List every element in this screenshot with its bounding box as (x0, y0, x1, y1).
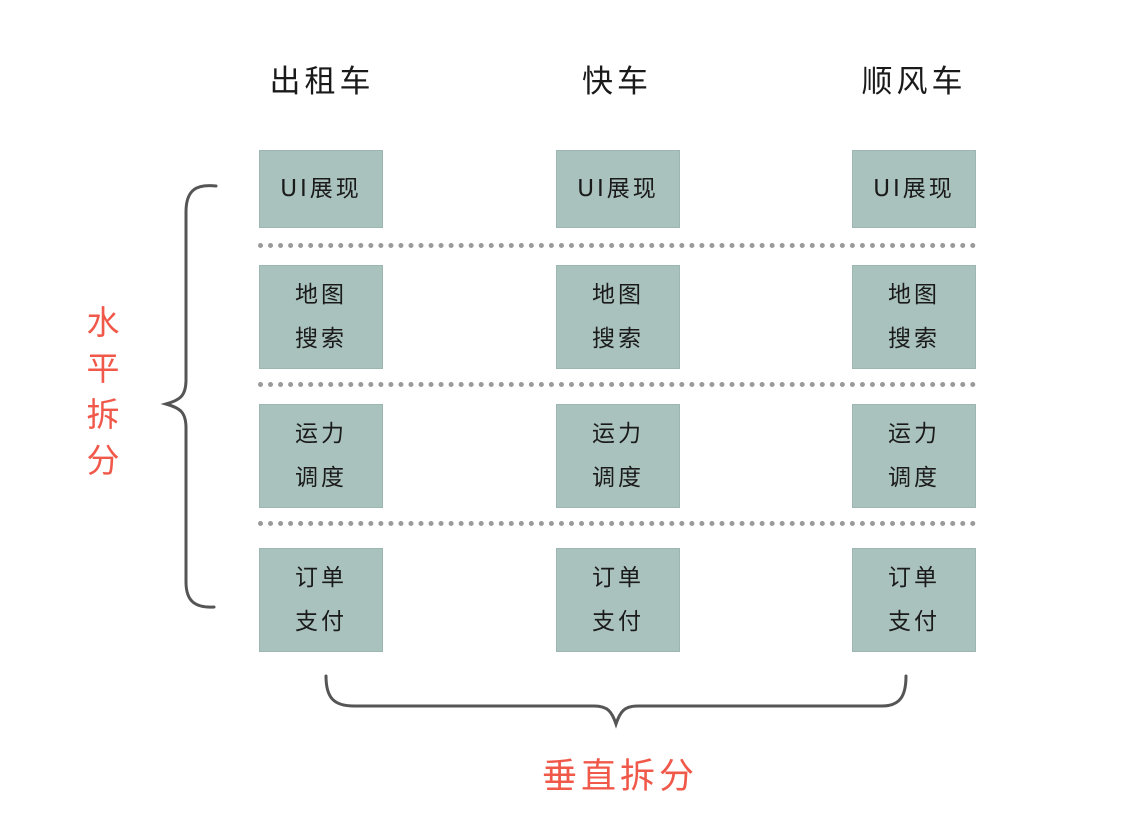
module-ui-express: UI展现 (556, 150, 680, 228)
module-label-line1: 订单 (592, 565, 644, 591)
horizontal-split-char: 拆 (86, 395, 120, 434)
module-order-payment-express: 订单 支付 (556, 548, 680, 652)
module-label: UI展现 (577, 176, 659, 202)
module-label-line2: 搜索 (888, 326, 940, 352)
module-map-search-carpool: 地图 搜索 (852, 265, 976, 369)
module-label-line1: 运力 (592, 421, 644, 447)
module-label-line1: 运力 (295, 421, 347, 447)
layer-divider-3 (258, 521, 976, 526)
module-dispatch-express: 运力 调度 (556, 404, 680, 508)
module-ui-taxi: UI展现 (259, 150, 383, 228)
module-label-line1: 订单 (295, 565, 347, 591)
vertical-split-label: 垂直拆分 (541, 757, 698, 797)
module-label: UI展现 (873, 176, 955, 202)
module-label-line2: 支付 (592, 609, 644, 635)
left-curly-brace (160, 184, 218, 609)
bottom-curly-brace (324, 674, 908, 729)
module-map-search-express: 地图 搜索 (556, 265, 680, 369)
module-dispatch-taxi: 运力 调度 (259, 404, 383, 508)
module-label-line1: 订单 (888, 565, 940, 591)
column-header-carpool: 顺风车 (861, 64, 967, 100)
layer-divider-1 (258, 243, 976, 248)
module-ui-carpool: UI展现 (852, 150, 976, 228)
module-label: UI展现 (280, 176, 362, 202)
horizontal-split-char: 平 (86, 349, 120, 388)
module-dispatch-carpool: 运力 调度 (852, 404, 976, 508)
module-label-line2: 调度 (888, 465, 940, 491)
module-label-line2: 调度 (295, 465, 347, 491)
horizontal-split-char: 分 (86, 441, 120, 480)
module-label-line1: 地图 (592, 282, 644, 308)
module-label-line2: 支付 (888, 609, 940, 635)
module-label-line2: 调度 (592, 465, 644, 491)
module-label-line1: 运力 (888, 421, 940, 447)
horizontal-split-char: 水 (86, 303, 120, 342)
column-header-taxi: 出租车 (269, 64, 375, 100)
module-order-payment-carpool: 订单 支付 (852, 548, 976, 652)
module-label-line2: 支付 (295, 609, 347, 635)
layer-divider-2 (258, 382, 976, 387)
module-label-line1: 地图 (888, 282, 940, 308)
column-header-express: 快车 (582, 64, 652, 100)
module-label-line2: 搜索 (295, 326, 347, 352)
horizontal-split-label: 水 平 拆 分 (78, 300, 128, 484)
module-map-search-taxi: 地图 搜索 (259, 265, 383, 369)
module-label-line1: 地图 (295, 282, 347, 308)
module-label-line2: 搜索 (592, 326, 644, 352)
module-order-payment-taxi: 订单 支付 (259, 548, 383, 652)
